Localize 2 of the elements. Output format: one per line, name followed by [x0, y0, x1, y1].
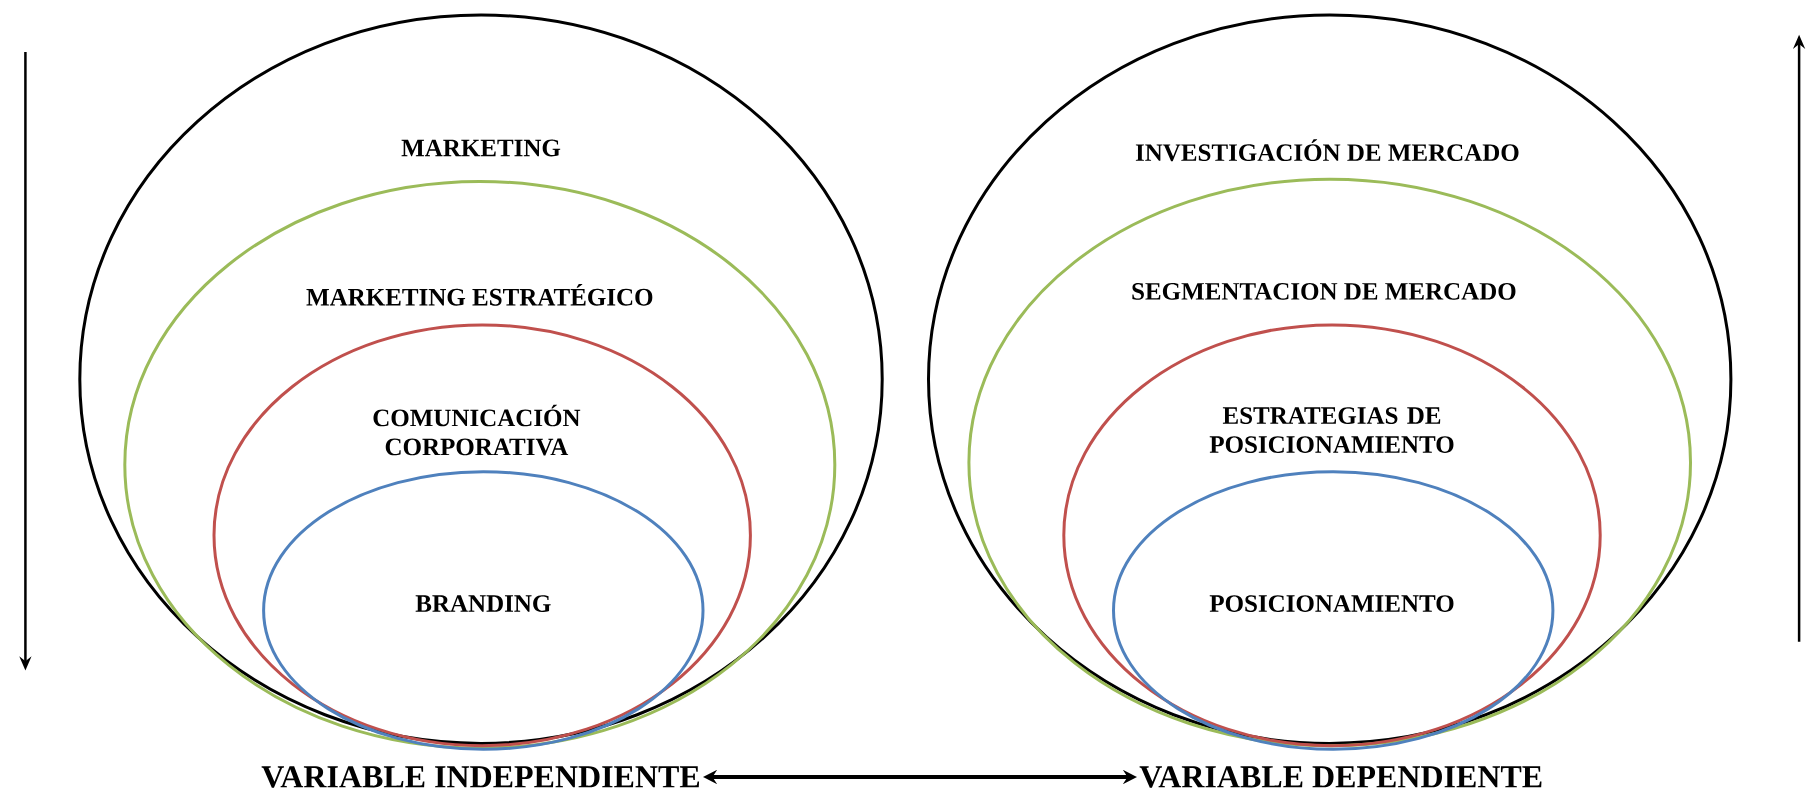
variable-label: VARIABLE INDEPENDIENTE — [261, 766, 700, 788]
variable-label: VARIABLE DEPENDIENTE — [1139, 766, 1542, 788]
